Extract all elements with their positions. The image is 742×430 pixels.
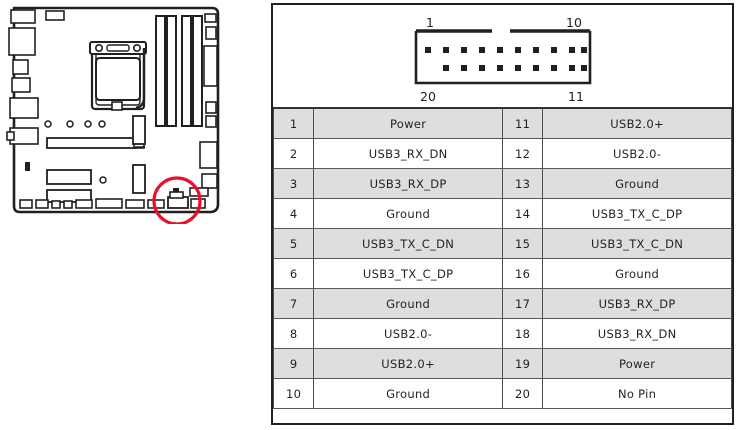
pin-row-bottom xyxy=(442,65,587,71)
dimm-slots xyxy=(155,15,203,127)
pin-name-left: USB3_TX_C_DN xyxy=(313,228,503,259)
rear-io-ports xyxy=(6,9,39,145)
pin-number-right: 17 xyxy=(501,288,544,319)
pin-number-right: 14 xyxy=(501,198,544,229)
connector-figure: 1 10 20 11 xyxy=(273,5,732,107)
pin-name-right: USB2.0+ xyxy=(542,107,732,139)
pin-number-left: 2 xyxy=(272,138,315,169)
motherboard-panel xyxy=(0,0,262,430)
pin-number-left: 4 xyxy=(272,198,315,229)
pin-row-top xyxy=(424,47,587,53)
pin-number-right: 12 xyxy=(501,138,544,169)
pin-name-right: USB3_RX_DN xyxy=(542,318,732,349)
label-pin-11: 11 xyxy=(568,89,584,104)
pin-number-left: 8 xyxy=(272,318,315,349)
top-chip xyxy=(45,10,65,21)
pin-number-left: 10 xyxy=(272,378,315,409)
connector-header-diagram: 1 10 20 11 xyxy=(414,15,591,104)
front-usb3-header xyxy=(167,188,189,209)
pin-name-left: Ground xyxy=(313,198,503,229)
pin-name-right: USB3_RX_DP xyxy=(542,288,732,319)
expansion-slots xyxy=(25,115,146,203)
pin-number-left: 1 xyxy=(272,107,315,139)
pinout-panel: 1 10 20 11 xyxy=(271,3,734,425)
pin-name-left: USB2.0- xyxy=(313,318,503,349)
pin-name-left: Ground xyxy=(313,378,503,409)
pin-name-left: USB2.0+ xyxy=(313,348,503,379)
pin-name-left: USB3_RX_DP xyxy=(313,168,503,199)
motherboard-diagram xyxy=(6,6,220,224)
pin-number-left: 6 xyxy=(272,258,315,289)
pin-name-right: USB3_TX_C_DN xyxy=(542,228,732,259)
connector-shroud xyxy=(414,29,591,85)
pin-number-right: 16 xyxy=(501,258,544,289)
pin-name-left: USB3_TX_C_DP xyxy=(313,258,503,289)
label-pin-1: 1 xyxy=(426,15,434,30)
pin-number-right: 13 xyxy=(501,168,544,199)
pin-number-right: 15 xyxy=(501,228,544,259)
pin-number-right: 18 xyxy=(501,318,544,349)
cpu-socket xyxy=(89,41,147,111)
pin-name-left: Power xyxy=(313,107,503,139)
pin-name-right: USB3_TX_C_DP xyxy=(542,198,732,229)
label-pin-10: 10 xyxy=(566,15,582,30)
pin-number-left: 3 xyxy=(272,168,315,199)
pin-number-left: 7 xyxy=(272,288,315,319)
label-pin-20: 20 xyxy=(420,89,436,104)
pin-name-left: Ground xyxy=(313,288,503,319)
pin-name-right: Power xyxy=(542,348,732,379)
pin-name-left: USB3_RX_DN xyxy=(313,138,503,169)
pin-name-right: Ground xyxy=(542,258,732,289)
pin-number-right: 11 xyxy=(501,107,544,139)
highlight-circle xyxy=(152,176,202,224)
pin-name-right: No Pin xyxy=(542,378,732,409)
pin-number-right: 19 xyxy=(501,348,544,379)
pin-name-right: USB2.0- xyxy=(542,138,732,169)
right-edge-connectors xyxy=(199,13,218,189)
pin-number-right: 20 xyxy=(501,378,544,409)
pin-number-left: 9 xyxy=(272,348,315,379)
pin-number-left: 5 xyxy=(272,228,315,259)
pin-name-right: Ground xyxy=(542,168,732,199)
